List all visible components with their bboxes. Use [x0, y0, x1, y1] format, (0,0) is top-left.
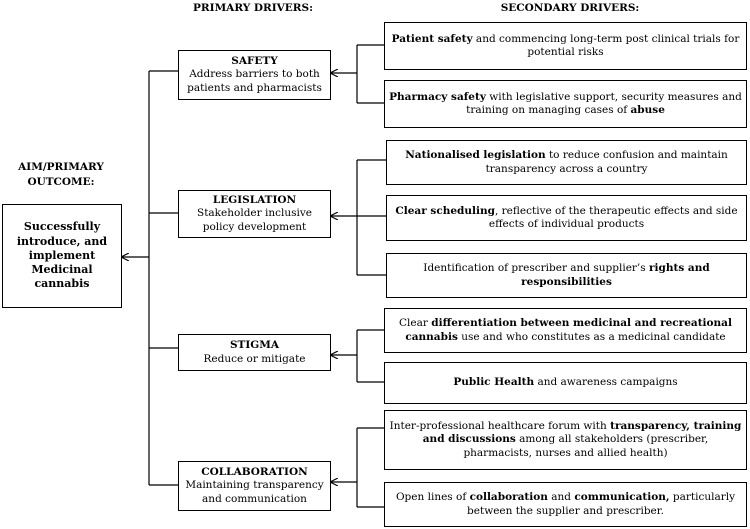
secondary-text-run: with legislative support, security measu…: [466, 90, 742, 116]
secondary-text: Pharmacy safety with legislative support…: [389, 91, 742, 117]
primary-desc-line: and communication: [202, 492, 307, 505]
primary-title: COLLABORATION: [201, 466, 308, 479]
secondary-text: Identification of prescriber and supplie…: [391, 262, 742, 288]
primary-desc-line: Reduce or mitigate: [203, 352, 306, 365]
aim-header-line-1: AIM/PRIMARY: [18, 161, 104, 173]
secondary-driver-open-lines: Open lines of collaboration and communic…: [384, 482, 747, 527]
secondary-text-run: Inter-professional healthcare forum with: [389, 420, 611, 433]
primary-title: SAFETY: [231, 55, 278, 68]
secondary-text-bold: abuse: [630, 104, 665, 116]
secondary-text-bold: Nationalised legislation: [405, 149, 546, 162]
secondary-text-bold: communication,: [574, 491, 670, 504]
secondary-text-bold: Clear scheduling: [395, 204, 495, 217]
aim-line-2: introduce, and: [16, 234, 108, 248]
secondary-driver-differentiation: Clear differentiation between medicinal …: [384, 308, 747, 353]
secondary-text: Clear differentiation between medicinal …: [389, 317, 742, 343]
secondary-text-bold: Public Health: [453, 376, 535, 389]
primary-title: STIGMA: [229, 339, 280, 352]
secondary-text-bold: Patient safety: [391, 32, 473, 45]
primary-desc-line: Stakeholder inclusive: [197, 207, 312, 220]
secondary-driver-clear-scheduling: Clear scheduling, reflective of the ther…: [386, 195, 747, 241]
secondary-text-bold: collaboration: [469, 491, 548, 504]
secondary-text-run: and: [547, 491, 575, 504]
secondary-text-bold: transparency, training and discussions: [422, 420, 742, 446]
secondary-driver-pharmacy-safety: Pharmacy safety with legislative support…: [384, 80, 747, 128]
primary-driver-stigma: STIGMA Reduce or mitigate: [178, 334, 331, 371]
secondary-text: Nationalised legislation to reduce confu…: [391, 149, 742, 175]
aim-line-4: Medicinal cannabis: [31, 263, 93, 291]
secondary-text-run: particularly between the supplier and pr…: [467, 491, 736, 517]
primary-desc-line: Maintaining transparency: [185, 479, 324, 492]
secondary-driver-nationalised-legislation: Nationalised legislation to reduce confu…: [386, 140, 747, 185]
secondary-drivers-header: SECONDARY DRIVERS:: [500, 2, 640, 14]
primary-driver-collaboration: COLLABORATION Maintaining transparency a…: [178, 461, 331, 511]
primary-drivers-header: PRIMARY DRIVERS:: [193, 2, 313, 14]
primary-desc-line: patients and pharmacists: [187, 81, 322, 94]
secondary-text-run: and commencing long-term post clinical t…: [472, 32, 740, 58]
aim-line-3: implement: [28, 248, 96, 262]
secondary-driver-patient-safety: Patient safety and commencing long-term …: [384, 22, 747, 70]
primary-desc-line: Address barriers to both: [189, 68, 320, 81]
aim-box: Successfully introduce, and implement Me…: [2, 204, 122, 308]
secondary-text-run: among all stakeholders (prescriber, phar…: [463, 433, 709, 459]
primary-title: LEGISLATION: [212, 194, 297, 207]
secondary-text: Public Health and awareness campaigns: [453, 376, 677, 389]
secondary-text-bold: rights and responsibilities: [521, 262, 710, 288]
secondary-text-run: and awareness campaigns: [534, 376, 678, 389]
secondary-text-run: to reduce confusion and maintain transpa…: [485, 149, 728, 175]
secondary-driver-public-health: Public Health and awareness campaigns: [384, 362, 747, 404]
secondary-text-run: Open lines of: [395, 491, 470, 504]
aim-header: AIM/PRIMARY OUTCOME:: [0, 160, 122, 189]
primary-driver-safety: SAFETY Address barriers to both patients…: [178, 50, 331, 100]
secondary-text-run: , reflective of the therapeutic effects …: [488, 204, 738, 230]
secondary-text: Open lines of collaboration and communic…: [389, 491, 742, 517]
aim-header-line-2: OUTCOME:: [27, 175, 95, 188]
secondary-driver-inter-professional-forum: Inter-professional healthcare forum with…: [384, 410, 747, 470]
primary-driver-legislation: LEGISLATION Stakeholder inclusive policy…: [178, 190, 331, 238]
aim-line-1: Successfully: [23, 220, 101, 234]
secondary-text-bold: differentiation between medicinal and re…: [405, 317, 732, 343]
primary-desc-line: policy development: [202, 220, 307, 233]
secondary-text-run: use and who constitutes as a medicinal c…: [457, 330, 726, 343]
secondary-text: Patient safety and commencing long-term …: [389, 33, 742, 59]
secondary-text: Clear scheduling, reflective of the ther…: [391, 205, 742, 231]
secondary-text-run: Identification of prescriber and supplie…: [423, 262, 649, 275]
secondary-text-run: Clear: [399, 317, 432, 330]
secondary-text: Inter-professional healthcare forum with…: [389, 420, 742, 459]
secondary-text-bold: Pharmacy safety: [389, 90, 486, 103]
secondary-driver-rights-responsibilities: Identification of prescriber and supplie…: [386, 253, 747, 298]
